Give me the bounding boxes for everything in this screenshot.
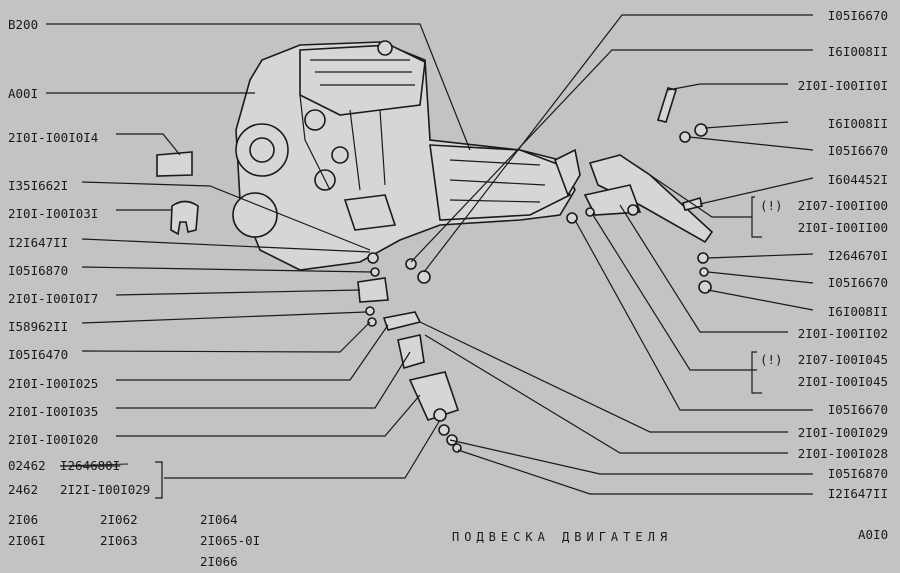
part-label: 2I0I-I00I028 (798, 446, 888, 461)
group-prefix: 02462 (8, 458, 46, 473)
part-label: I05I6670 (828, 275, 888, 290)
part-label: I2I647II (828, 486, 888, 501)
bracket-part (156, 151, 193, 177)
part-label: I05I6670 (828, 8, 888, 23)
model-code: 2I06I (8, 533, 46, 548)
page-code: A0I0 (858, 527, 888, 542)
part-label: I35I662I (8, 178, 68, 193)
group-prefix: 2462 (8, 482, 38, 497)
part-label: A00I (8, 86, 38, 101)
part-label: 2I0I-I00I029 (798, 425, 888, 440)
part-label: I604452I (828, 172, 888, 187)
part-label: 2I0I-I00I025 (8, 376, 98, 391)
right-labels: I05I6670 I6I008II 2I0I-I00II0I I6I008II … (798, 8, 888, 501)
part-label: I05I6470 (8, 347, 68, 362)
model-code: 2I062 (100, 512, 138, 527)
model-code: 2I06 (8, 512, 38, 527)
lower-bracket (357, 277, 389, 303)
part-label: B200 (8, 17, 38, 32)
part-label: 2I0I-I00I0I7 (8, 291, 98, 306)
part-label: 2I0I-I00II0I (798, 78, 888, 93)
model-code: 2I063 (100, 533, 138, 548)
part-label: I6I008II (828, 304, 888, 319)
crossmember-part (588, 154, 714, 244)
model-list: 2I06 2I06I 2I062 2I063 2I064 2I065-0I 2I… (8, 512, 260, 569)
part-label: 2I0I-I00II02 (798, 326, 888, 341)
part-label: I264670I (828, 248, 888, 263)
engine-illustration (232, 40, 581, 271)
part-label: 2I0I-I00I03I (8, 206, 98, 221)
model-code: 2I066 (200, 554, 238, 569)
left-labels: B200 A00I 2I0I-I00I0I4 I35I662I 2I0I-I00… (8, 17, 150, 497)
part-label: 2I0I-I00I045 (798, 374, 888, 389)
part-label: I58962II (8, 319, 68, 334)
warning-mark: (!) (760, 352, 783, 367)
part-label: I05I6870 (8, 263, 68, 278)
diagram-title: ПОДВЕСКА ДВИГАТЕЛЯ (452, 530, 672, 544)
part-label: 2I07-I00I045 (798, 352, 888, 367)
part-label: I05I6670 (828, 143, 888, 158)
part-label: 2I0I-I00I0I4 (8, 130, 98, 145)
part-label: I05I6870 (828, 466, 888, 481)
part-label: 2I2I-I00I029 (60, 482, 150, 497)
part-label: 2I0I-I00II00 (798, 220, 888, 235)
leader-lines (46, 14, 814, 499)
part-label: I05I6670 (828, 402, 888, 417)
cushion-part (170, 200, 199, 236)
warning-mark: (!) (760, 198, 783, 213)
part-label: 2I0I-I00I035 (8, 404, 98, 419)
part-label: I2I647II (8, 235, 68, 250)
part-label: 2I07-I00II00 (798, 198, 888, 213)
part-label: 2I0I-I00I020 (8, 432, 98, 447)
model-code: 2I064 (200, 512, 238, 527)
part-label: I6I008II (828, 44, 888, 59)
model-code: 2I065-0I (200, 533, 260, 548)
part-label: I6I008II (828, 116, 888, 131)
